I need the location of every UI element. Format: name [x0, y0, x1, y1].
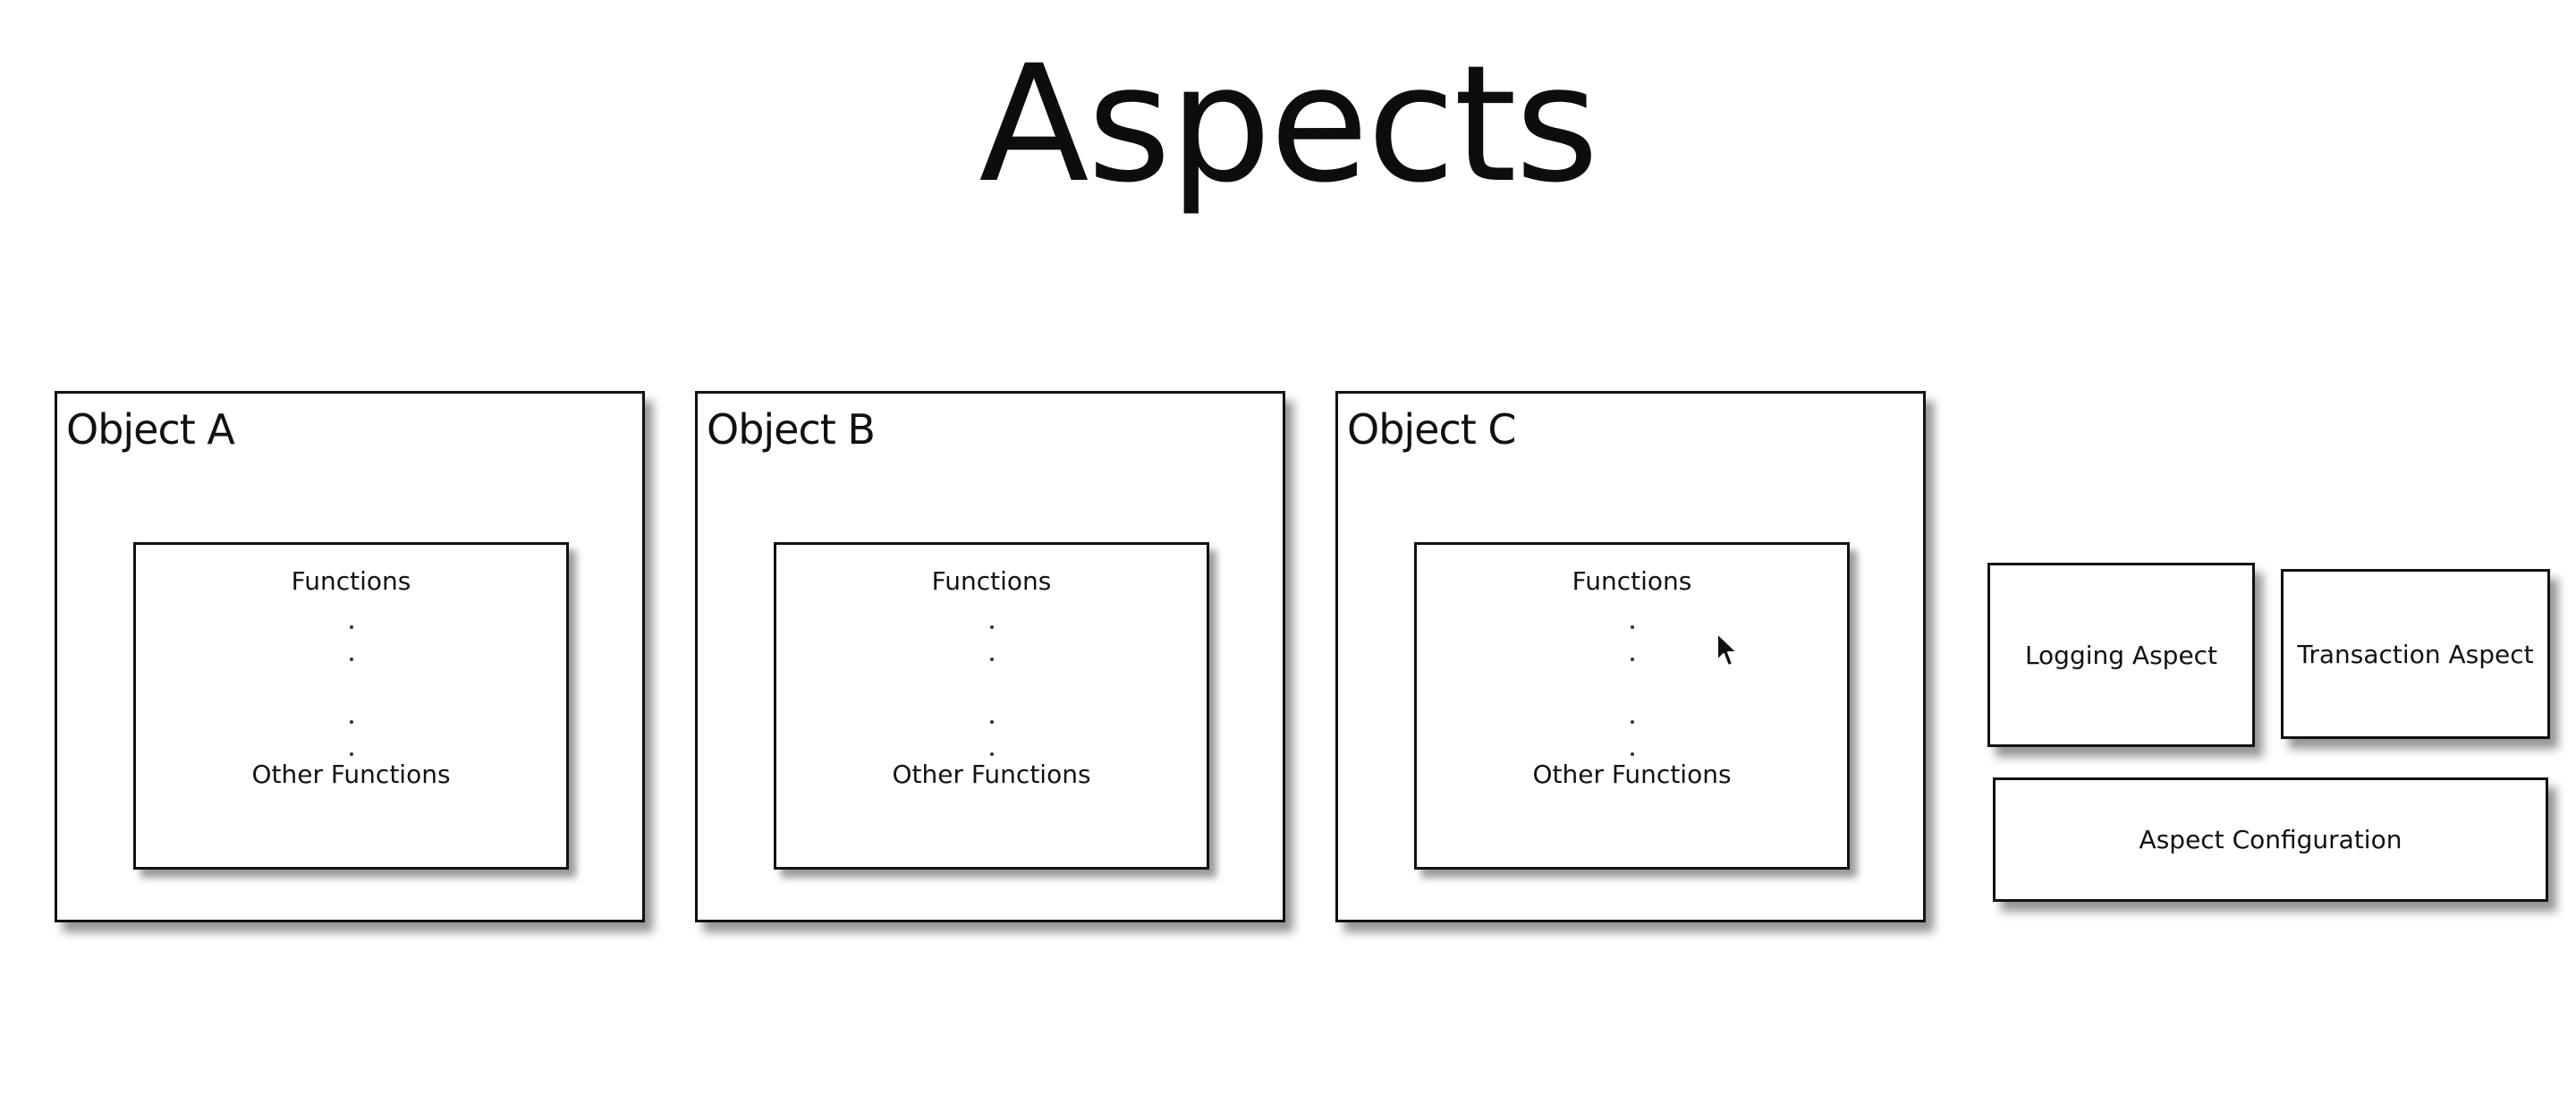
transaction-aspect-box: Transaction Aspect	[2281, 569, 2550, 739]
ellipsis-dot	[989, 752, 994, 756]
ellipsis-dot	[349, 720, 353, 724]
object-c-box: Object C Functions Other Functions	[1335, 391, 1926, 922]
ellipsis-dot	[989, 720, 994, 724]
functions-label: Functions	[1572, 566, 1692, 596]
other-functions-label: Other Functions	[251, 760, 451, 789]
logging-aspect-label: Logging Aspect	[2024, 640, 2218, 670]
functions-label: Functions	[291, 566, 411, 596]
ellipsis-dot	[1630, 625, 1634, 629]
mouse-pointer-icon	[1716, 633, 1738, 667]
object-c-label: Object C	[1347, 405, 1517, 454]
other-functions-label: Other Functions	[1532, 760, 1732, 789]
ellipsis-dot	[1630, 720, 1634, 724]
other-functions-label: Other Functions	[892, 760, 1091, 789]
ellipsis-dot	[349, 625, 353, 629]
aspect-configuration-box: Aspect Configuration	[1993, 777, 2548, 902]
object-a-label: Object A	[66, 405, 235, 454]
ellipsis-dot	[1630, 658, 1634, 661]
object-a-box: Object A Functions Other Functions	[55, 391, 645, 922]
ellipsis-dot	[349, 752, 353, 756]
functions-label: Functions	[931, 566, 1052, 596]
object-b-box: Object B Functions Other Functions	[695, 391, 1285, 922]
object-a-functions-box: Functions Other Functions	[133, 542, 569, 870]
aspect-configuration-label: Aspect Configuration	[2139, 825, 2402, 854]
object-b-label: Object B	[707, 405, 876, 454]
ellipsis-dot	[349, 658, 353, 661]
logging-aspect-box: Logging Aspect	[1987, 563, 2255, 747]
object-c-functions-box: Functions Other Functions	[1414, 542, 1850, 870]
object-b-functions-box: Functions Other Functions	[774, 542, 1209, 870]
ellipsis-dot	[1630, 752, 1634, 756]
ellipsis-dot	[989, 625, 994, 629]
slide-title: Aspects	[979, 31, 1598, 218]
ellipsis-dot	[989, 658, 994, 661]
transaction-aspect-label: Transaction Aspect	[2297, 639, 2534, 669]
